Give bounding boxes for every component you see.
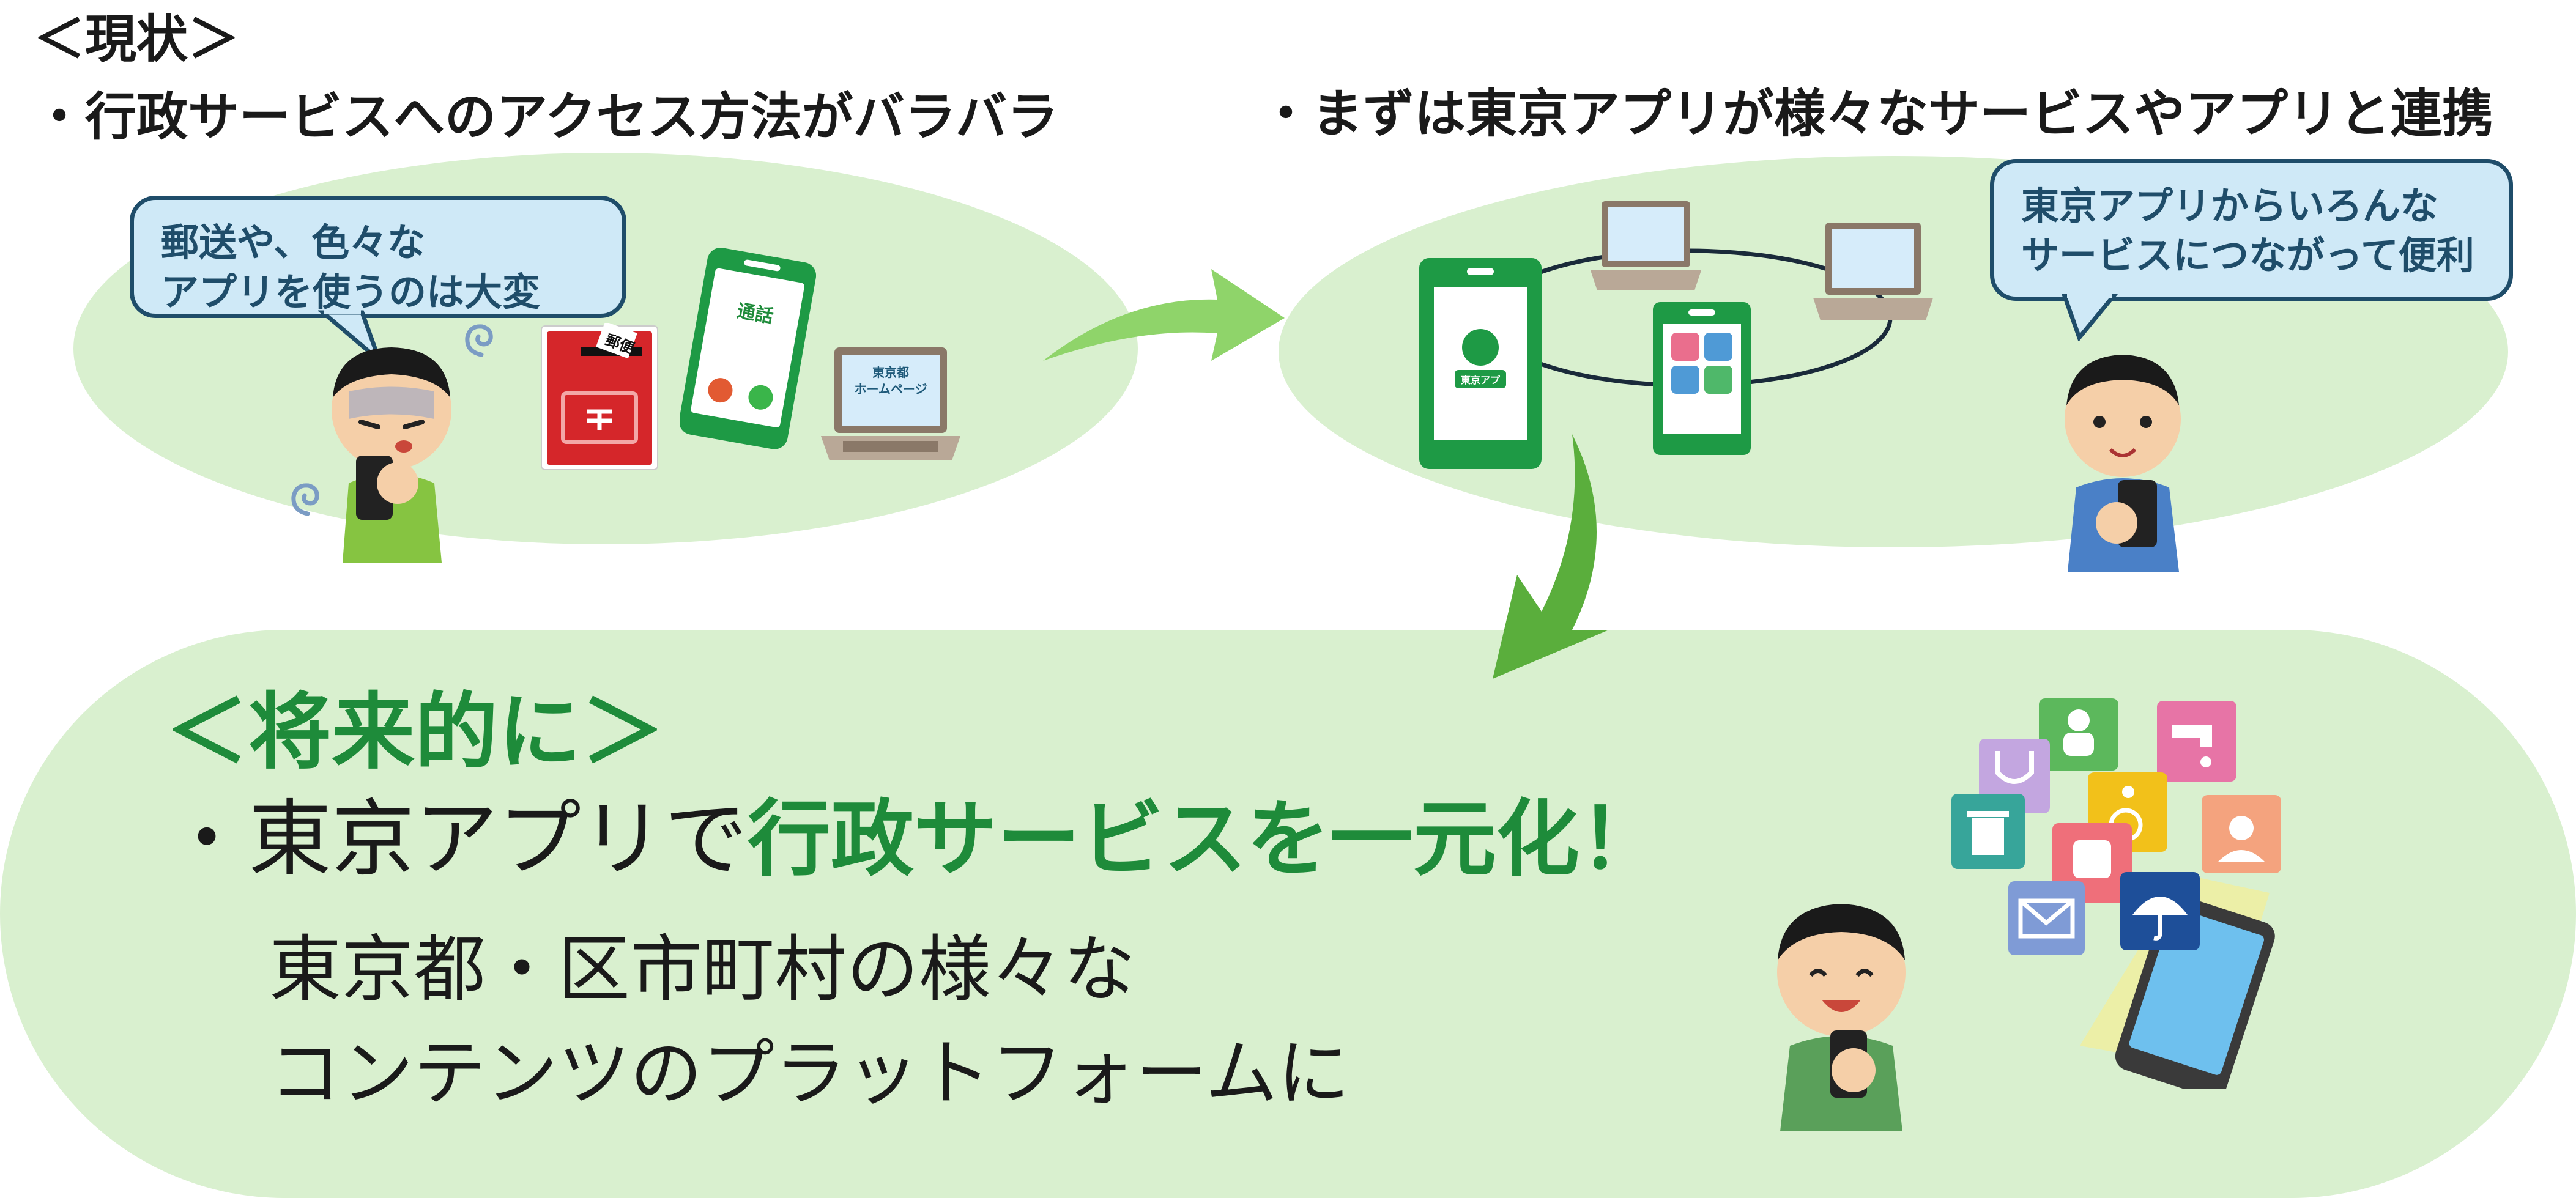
mailbox-illustration — [541, 323, 658, 470]
trash-icon — [1951, 794, 2025, 869]
current-bullet: ・行政サービスへのアクセス方法がバラバラ — [34, 87, 1058, 147]
future-heading: ＜将来的に＞ — [165, 684, 664, 781]
laptop-label-line2: ホームページ — [854, 382, 927, 396]
apps-phone-illustration — [1653, 302, 1751, 455]
current-bubble-tail — [318, 309, 383, 364]
mail-icon — [2008, 881, 2085, 955]
laptop-illustration — [821, 347, 960, 460]
baby-icon — [2039, 698, 2118, 771]
smiling-person-illustration — [1777, 904, 1906, 1131]
future-line1: ・東京アプリで行政サービスを一元化！ — [165, 792, 1663, 887]
tokyo-app-phone-illustration — [1419, 258, 1542, 469]
current-speech-line2: アプリを使うのは大変 — [161, 269, 541, 314]
first-speech-line2: サービスにつながって便利 — [2021, 232, 2474, 278]
future-line1-highlight: 行政サービスを一元化！ — [748, 791, 1663, 888]
tokyo-app-label: 東京アプリ — [1460, 374, 1500, 401]
network-laptop-illustration — [1591, 201, 1701, 290]
first-speech-line1: 東京アプリからいろんな — [2021, 183, 2439, 228]
police-icon — [2202, 795, 2281, 873]
worry-swirl-icon — [465, 324, 493, 357]
worried-person-illustration — [332, 347, 451, 563]
arrow-down-icon — [1493, 434, 1609, 679]
network-laptop-illustration — [1813, 223, 1933, 320]
laptop-label-line1: 東京都 — [872, 365, 909, 380]
umbrella-icon — [2120, 872, 2200, 950]
future-line2: 東京都・区市町村の様々な — [269, 927, 1136, 1011]
faucet-icon — [2157, 701, 2236, 782]
current-speech-bubble: 郵送や、色々な アプリを使うのは大変 — [130, 196, 626, 318]
laptop-label: 東京都 ホームページ — [843, 364, 938, 397]
future-line3: コンテンツのプラットフォームに — [269, 1031, 1350, 1115]
happy-person-illustration — [2065, 355, 2181, 572]
first-speech-bubble: 東京アプリからいろんな サービスにつながって便利 — [1990, 159, 2513, 301]
future-line1-plain: ・東京アプリで — [165, 791, 748, 888]
current-speech-line1: 郵送や、色々な — [161, 220, 426, 265]
phone-call-illustration — [680, 248, 816, 449]
first-bullet: ・まずは東京アプリが様々なサービスやアプリと連携 — [1260, 84, 2494, 144]
arrow-right-icon — [1043, 269, 1285, 361]
current-heading: ＜現状＞ — [34, 9, 240, 69]
first-bubble-tail — [2062, 292, 2118, 341]
worry-swirl-icon — [291, 483, 319, 516]
